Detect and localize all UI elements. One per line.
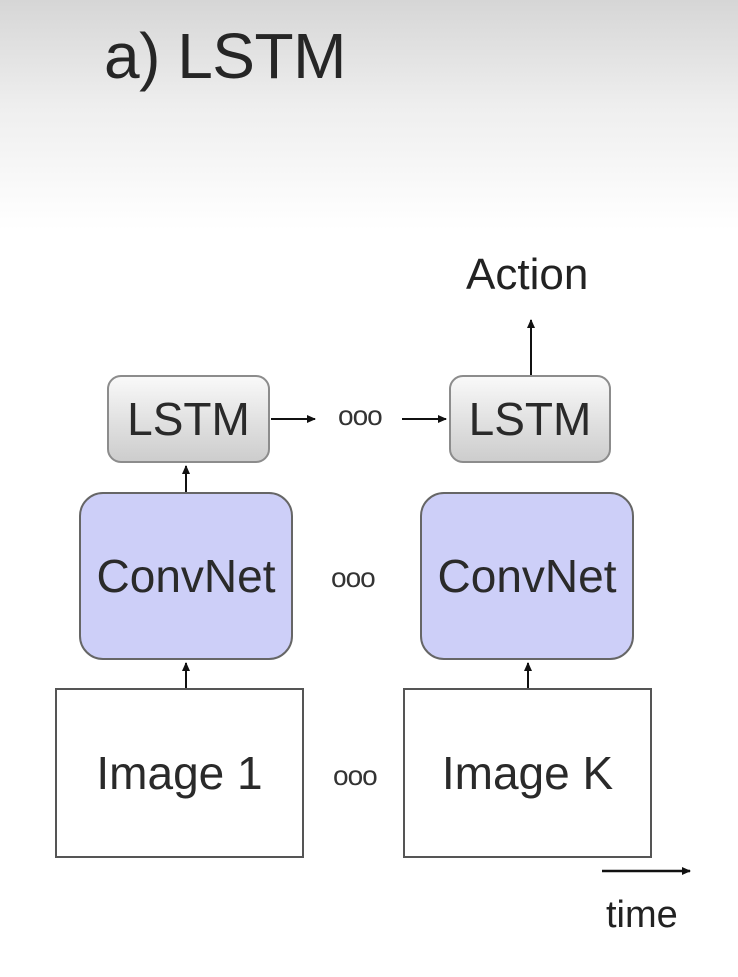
image-box-left: Image 1 — [55, 688, 304, 858]
convnet-box-right: ConvNet — [420, 492, 634, 660]
lstm-right-label: LSTM — [468, 393, 592, 445]
lstm-box-left: LSTM — [107, 375, 270, 463]
image-right-label: Image K — [441, 747, 614, 799]
time-label: time — [606, 894, 678, 936]
lstm-box-right: LSTM — [449, 375, 611, 463]
convnet-box-left: ConvNet — [79, 492, 293, 660]
slide-title: a) LSTM — [104, 20, 346, 92]
lstm-ellipsis: ooo — [338, 400, 383, 431]
convnet-ellipsis: ooo — [331, 562, 376, 593]
image-left-label: Image 1 — [96, 747, 263, 799]
action-label: Action — [466, 250, 589, 299]
convnet-left-label: ConvNet — [96, 550, 276, 602]
image-box-right: Image K — [403, 688, 652, 858]
convnet-right-label: ConvNet — [437, 550, 617, 602]
image-ellipsis: ooo — [333, 760, 378, 791]
lstm-left-label: LSTM — [127, 393, 250, 445]
